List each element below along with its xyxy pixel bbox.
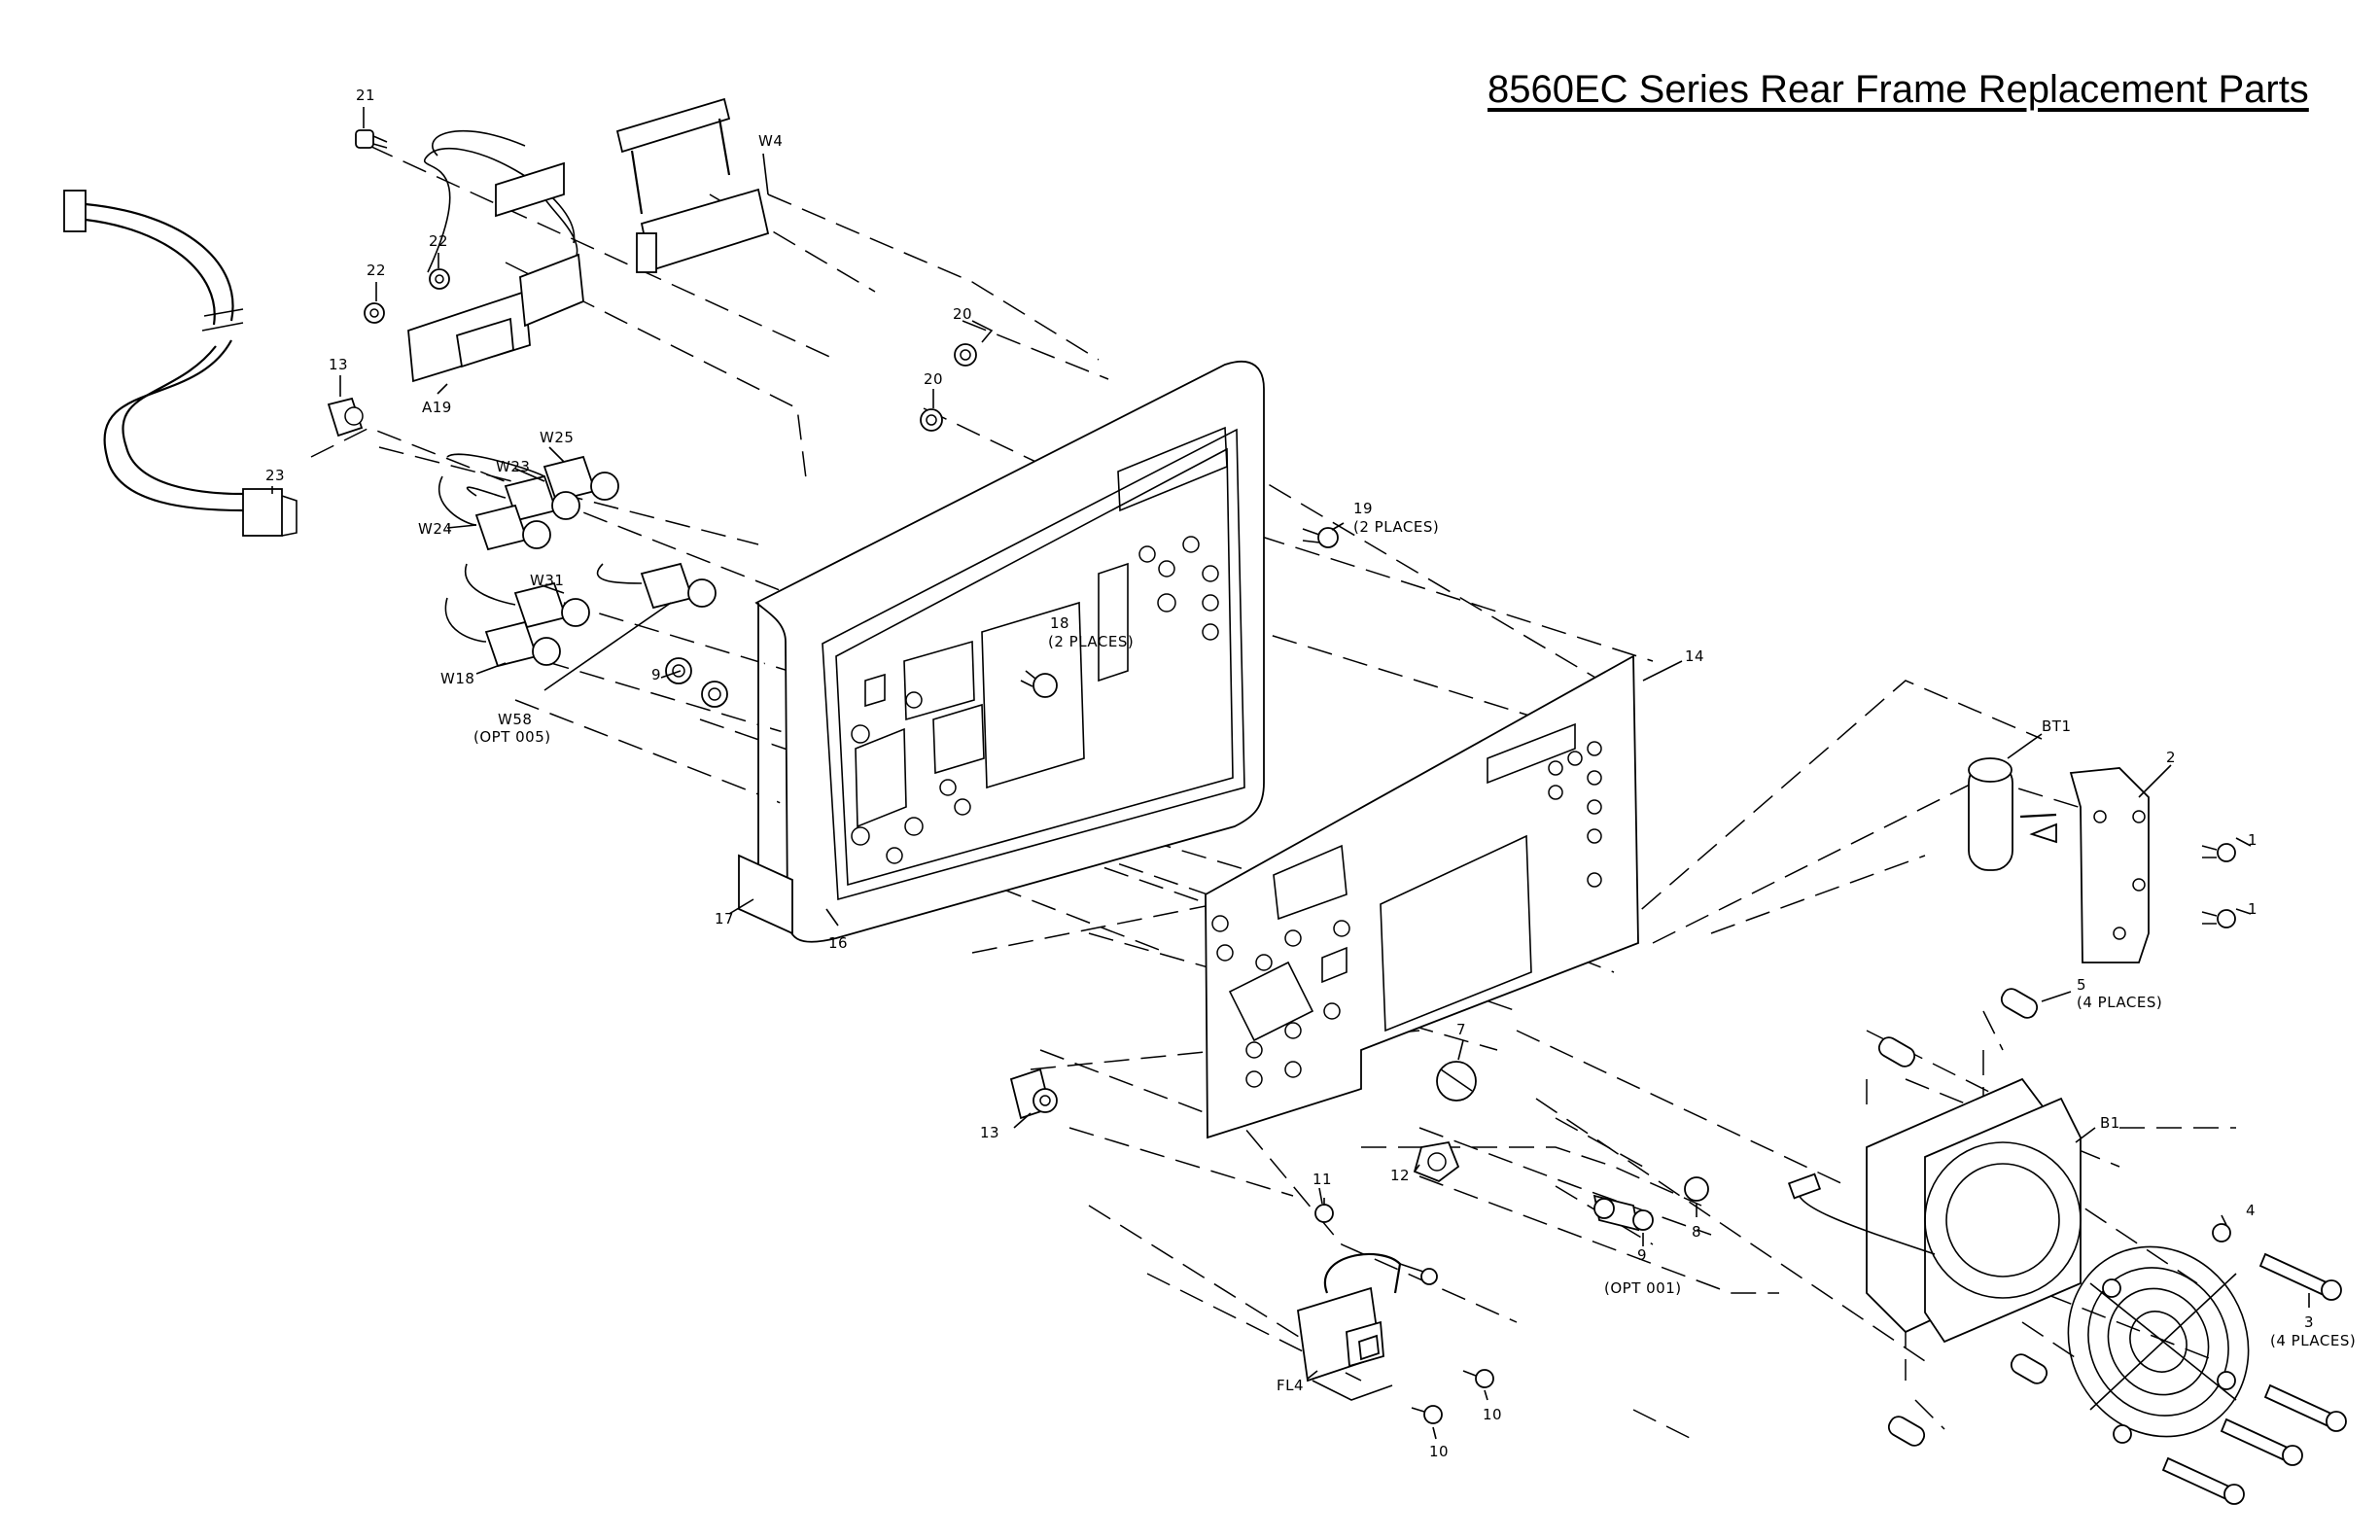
screw-11	[1315, 1198, 1333, 1222]
nut-12	[1415, 1142, 1458, 1181]
label-b1: B1	[2100, 1114, 2120, 1132]
label-3-places: (4 PLACES)	[2270, 1332, 2356, 1349]
label-w31: W31	[530, 572, 564, 589]
label-2: 2	[2166, 749, 2176, 766]
screw-10b	[1412, 1406, 1442, 1423]
ribbon-cable-23	[64, 191, 297, 536]
filter-fl4	[1298, 1254, 1437, 1400]
label-13b: 13	[980, 1124, 999, 1141]
label-13a: 13	[329, 356, 348, 373]
board-a19	[408, 131, 583, 381]
label-a19: A19	[422, 399, 452, 416]
label-18-places: (2 PLACES)	[1048, 633, 1134, 650]
label-1a: 1	[2248, 831, 2258, 849]
screw-10a	[1463, 1370, 1493, 1387]
screws-3	[2163, 1254, 2346, 1504]
label-5: 5	[2077, 976, 2086, 994]
label-16: 16	[828, 934, 848, 952]
label-w25: W25	[540, 429, 574, 446]
label-14: 14	[1685, 648, 1704, 665]
label-w24: W24	[418, 520, 452, 538]
connector-9-opt001	[1594, 1196, 1653, 1230]
label-9b-opt: (OPT 001)	[1604, 1279, 1682, 1297]
part-7	[1437, 1062, 1476, 1101]
label-w23: W23	[496, 458, 530, 475]
label-w18: W18	[440, 670, 474, 687]
fan-b1	[1789, 1079, 2081, 1342]
label-12: 12	[1390, 1167, 1410, 1184]
label-20b: 20	[924, 370, 943, 388]
label-18: 18	[1050, 614, 1069, 632]
label-w58-opt: (OPT 005)	[473, 728, 551, 746]
label-10b: 10	[1429, 1443, 1449, 1460]
label-20a: 20	[953, 305, 972, 323]
label-11: 11	[1312, 1171, 1332, 1188]
label-10a: 10	[1483, 1406, 1502, 1423]
ribbon-connector-w4	[617, 99, 768, 272]
label-5-places: (4 PLACES)	[2077, 994, 2162, 1011]
label-w4: W4	[758, 132, 783, 150]
screw-19	[1303, 528, 1338, 547]
label-9b: 9	[1637, 1246, 1647, 1264]
label-fl4: FL4	[1277, 1377, 1304, 1394]
label-9a: 9	[651, 666, 661, 683]
label-19-places: (2 PLACES)	[1353, 518, 1439, 536]
label-4: 4	[2246, 1202, 2256, 1219]
bracket-2	[2071, 768, 2149, 962]
label-7: 7	[1456, 1021, 1466, 1038]
label-w58: W58	[498, 711, 532, 728]
label-17: 17	[715, 910, 734, 928]
label-bt1: BT1	[2042, 718, 2072, 735]
screw-1a	[2202, 844, 2235, 861]
label-19: 19	[1353, 500, 1373, 517]
label-22b: 22	[367, 262, 386, 279]
plate-14	[1206, 656, 1638, 1138]
label-22a: 22	[429, 232, 448, 250]
bnc-cables	[439, 454, 716, 690]
label-23: 23	[265, 467, 285, 484]
connector-13b	[1011, 1069, 1057, 1118]
battery-bt1	[1969, 758, 2056, 870]
label-3: 3	[2304, 1313, 2314, 1331]
screw-1b	[2202, 910, 2235, 928]
label-1b: 1	[2248, 900, 2258, 918]
label-8: 8	[1692, 1223, 1701, 1241]
connector-13a	[329, 399, 363, 436]
rear-frame-16	[739, 362, 1264, 942]
label-21: 21	[356, 87, 375, 104]
part-8	[1685, 1177, 1708, 1201]
screw-21	[356, 130, 387, 148]
